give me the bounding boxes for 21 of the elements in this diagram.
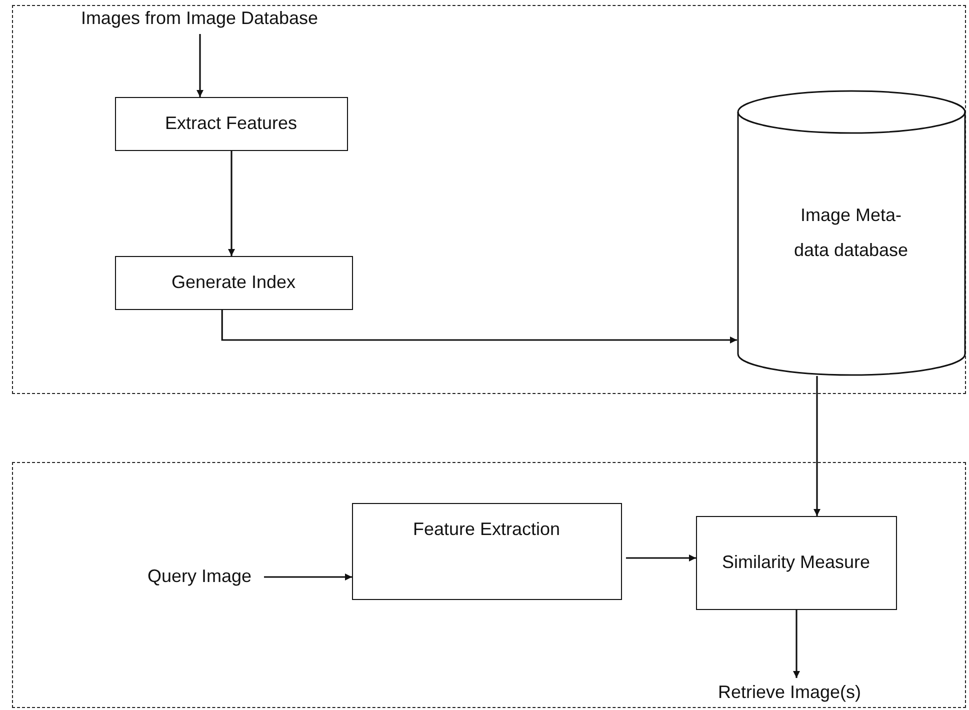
box-label: Extract Features	[164, 112, 298, 136]
arrow	[228, 151, 235, 256]
arrow	[793, 610, 800, 678]
process-box	[352, 502, 622, 600]
process-box	[696, 516, 896, 610]
box-label: Similarity Measure	[722, 551, 870, 574]
process-box	[114, 256, 352, 310]
box-label: Image Meta-data database	[792, 204, 910, 262]
dashed-region	[12, 5, 966, 394]
arrow	[814, 376, 820, 516]
dashed-region	[12, 462, 966, 708]
text-label: Query Image	[147, 565, 252, 588]
arrow	[626, 554, 696, 562]
box-label: Feature Extraction	[412, 518, 560, 540]
arrow	[196, 34, 204, 97]
box-label: Generate Index	[171, 271, 296, 294]
arrow	[264, 574, 352, 580]
text-label: Images from Image Database	[80, 7, 318, 30]
text-label: Retrieve Image(s)	[718, 681, 862, 704]
process-box	[114, 96, 348, 150]
arrow	[221, 310, 737, 344]
